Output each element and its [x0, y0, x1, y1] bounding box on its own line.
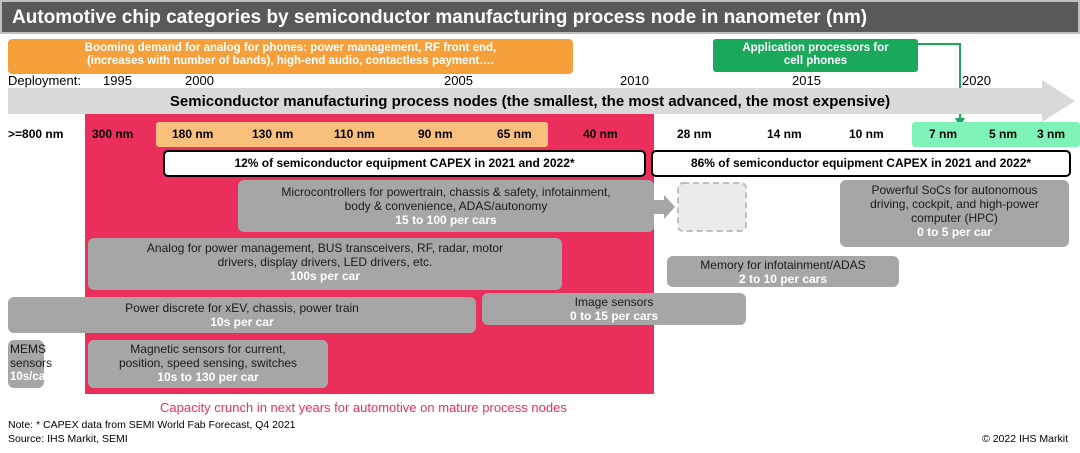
node-10nm: 10 nm — [849, 127, 884, 141]
image-sensors-count: 0 to 15 per cars — [569, 309, 659, 323]
analog-demand-line-1: Booming demand for analog for phones: po… — [84, 42, 497, 54]
analog-count: 100s per car — [289, 269, 361, 283]
node-28nm: 28 nm — [677, 127, 712, 141]
diagram-title: Automotive chip categories by semiconduc… — [12, 7, 868, 28]
deployment-label: Deployment: — [8, 73, 81, 88]
year-2005: 2005 — [444, 73, 473, 88]
power-discrete-line-1: Power discrete for xEV, chassis, power t… — [125, 301, 359, 315]
analog-line-1: Analog for power management, BUS transce… — [146, 241, 504, 255]
node-130nm: 130 nm — [252, 127, 294, 141]
node-65nm: 65 nm — [497, 127, 532, 141]
node-800nm: >=800 nm — [8, 127, 64, 141]
node-14nm: 14 nm — [767, 127, 802, 141]
footer-copyright: © 2022 IHS Markit — [982, 433, 1068, 445]
socs-box: Powerful SoCs for autonomous driving, co… — [840, 180, 1069, 247]
magnetic-sensors-count: 10s to 130 per car — [157, 370, 259, 384]
power-discrete-count: 10s per car — [210, 315, 274, 329]
memory-line-1: Memory for infotainment/ADAS — [700, 258, 866, 272]
magnetic-sensors-box: Magnetic sensors for current, position, … — [88, 340, 328, 388]
mems-line-2: sensors — [10, 356, 53, 370]
node-5nm: 5 nm — [989, 127, 1018, 141]
advanced-nodes-highlight — [912, 122, 1080, 147]
app-processors-line-2: cell phones — [783, 55, 848, 67]
capex-mature-box: 12% of semiconductor equipment CAPEX in … — [163, 150, 646, 177]
year-2020: 2020 — [962, 73, 991, 88]
memory-count: 2 to 10 per cars — [738, 272, 828, 286]
mems-box: MEMS sensors 10s/car — [8, 340, 53, 388]
socs-count: 0 to 5 per car — [917, 225, 992, 239]
year-1995: 1995 — [103, 73, 132, 88]
socs-line-3: computer (HPC) — [911, 211, 998, 225]
node-3nm: 3 nm — [1037, 127, 1066, 141]
footer-source: Source: IHS Markit, SEMI — [8, 433, 128, 445]
app-processors-line-1: Application processors for — [742, 42, 889, 54]
microcontrollers-extension — [654, 182, 747, 232]
magnetic-sensors-line-1: Magnetic sensors for current, — [130, 342, 286, 356]
power-discrete-box: Power discrete for xEV, chassis, power t… — [8, 297, 476, 333]
microcontrollers-box: Microcontrollers for powertrain, chassis… — [238, 180, 654, 232]
year-2000: 2000 — [185, 73, 214, 88]
node-90nm: 90 nm — [418, 127, 453, 141]
arrow-label: Semiconductor manufacturing process node… — [169, 93, 891, 110]
app-processors-callout: Application processors for cell phones — [713, 39, 918, 72]
footer-note: Note: * CAPEX data from SEMI World Fab F… — [8, 419, 296, 431]
image-sensors-box: Image sensors 0 to 15 per cars — [482, 293, 746, 325]
node-40nm: 40 nm — [583, 127, 618, 141]
microcontrollers-line-2: body & convenience, ADAS/autonomy — [344, 199, 548, 213]
analog-demand-line-2: (increases with number of bands), high-e… — [86, 55, 495, 67]
mature-nodes-highlight — [156, 122, 548, 147]
analog-demand-callout: Booming demand for analog for phones: po… — [8, 39, 573, 74]
node-180nm: 180 nm — [172, 127, 214, 141]
node-300nm: 300 nm — [92, 127, 134, 141]
year-2010: 2010 — [620, 73, 649, 88]
process-node-arrow — [8, 80, 1075, 122]
mems-line-1: MEMS — [10, 342, 46, 356]
node-110nm: 110 nm — [334, 127, 375, 141]
microcontrollers-count: 15 to 100 per cars — [395, 213, 497, 227]
microcontrollers-line-1: Microcontrollers for powertrain, chassis… — [281, 185, 611, 199]
capex-advanced-box: 86% of semiconductor equipment CAPEX in … — [651, 150, 1071, 177]
title-bar: Automotive chip categories by semiconduc… — [0, 0, 1080, 34]
analog-line-2: drivers, display drivers, LED drivers, e… — [217, 255, 433, 269]
image-sensors-line-1: Image sensors — [574, 295, 654, 309]
memory-box: Memory for infotainment/ADAS 2 to 10 per… — [667, 256, 899, 287]
magnetic-sensors-line-2: position, speed sensing, switches — [118, 356, 298, 370]
analog-box: Analog for power management, BUS transce… — [88, 238, 562, 290]
mems-count: 10s/car — [10, 371, 50, 383]
node-7nm: 7 nm — [929, 127, 958, 141]
year-2015: 2015 — [792, 73, 821, 88]
capacity-crunch-note: Capacity crunch in next years for automo… — [160, 400, 567, 415]
socs-line-1: Powerful SoCs for autonomous — [871, 183, 1038, 197]
socs-line-2: driving, cockpit, and high-power — [870, 197, 1039, 211]
